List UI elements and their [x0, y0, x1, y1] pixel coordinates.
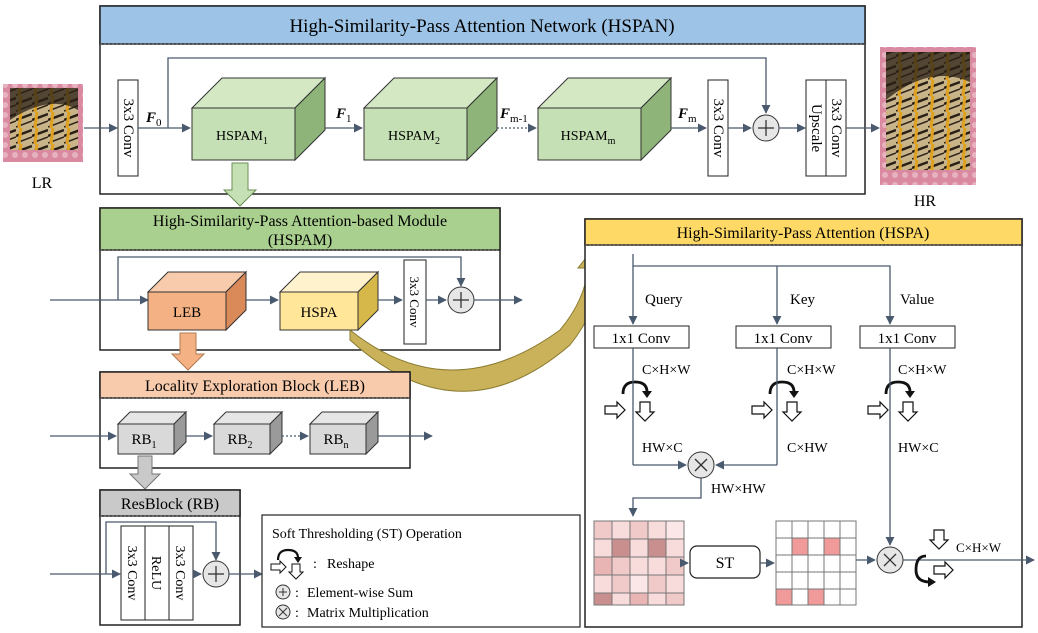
hspam-1-label: HSPAM1 [216, 129, 268, 147]
hspa-matmul-icon-1 [687, 451, 715, 479]
value-label: Value [900, 292, 934, 308]
hspam-m-label: HSPAMm [561, 129, 616, 147]
key-conv-label: 1x1 Conv [754, 331, 813, 347]
fm1-label: Fm-1 [499, 106, 528, 125]
expand-arrow-hspam [222, 162, 258, 207]
key-chw: C×H×W [787, 363, 836, 378]
f0-label: F0 [145, 110, 162, 129]
hspan-title: High-Similarity-Pass Attention Network (… [289, 16, 674, 37]
hspan-sum-icon [752, 114, 780, 142]
query-conv-box [593, 325, 690, 349]
key-reshape-icon [751, 380, 803, 422]
lr-image [3, 84, 83, 162]
legend-box [261, 514, 581, 628]
legend-matmul-label: Matrix Multiplication [307, 606, 429, 621]
hspa-label: HSPA [301, 305, 338, 321]
rb-conv2-label: 3x3 Conv [172, 546, 187, 601]
st-box [689, 545, 761, 579]
rb-1-label: RB1 [131, 432, 156, 451]
query-chw: C×H×W [642, 363, 691, 378]
value-conv-label: 1x1 Conv [878, 331, 937, 347]
rb-1-cube [116, 410, 188, 456]
rb-conv1-box [120, 525, 146, 621]
key-conv-box [735, 325, 832, 349]
output-reshape-icon [914, 529, 954, 587]
lr-label: LR [32, 175, 53, 192]
fm-label: Fm [677, 106, 697, 125]
legend-colon-1: : [313, 557, 317, 572]
legend-sum-label: Element-wise Sum [307, 586, 413, 601]
hspam-1-cube [190, 76, 327, 162]
hspam-conv-box [403, 259, 427, 345]
value-conv-box [859, 325, 956, 349]
hspan-skip-line [167, 57, 771, 128]
hspam-m-cube [536, 76, 673, 162]
hr-label: HR [914, 193, 937, 210]
attention-matrix [593, 520, 685, 606]
legend-matmul-icon [275, 604, 291, 620]
legend-title: Soft Thresholding (ST) Operation [272, 527, 462, 542]
legend-colon-2: : [295, 586, 299, 601]
hspam-conv-label: 3x3 Conv [407, 277, 422, 328]
legend-reshape-icon [270, 548, 305, 580]
hspam-2-label: HSPAM2 [388, 129, 440, 147]
rb-sum-icon [202, 560, 230, 588]
rb-n-cube [308, 410, 380, 456]
leb-panel-title: Locality Exploration Block (LEB) [145, 378, 365, 395]
legend-sum-icon [275, 584, 291, 600]
hwhw-label: HW×HW [711, 482, 766, 497]
hspan-conv-in-label: 3x3 Conv [120, 99, 136, 158]
leb-label: LEB [173, 305, 201, 321]
query-hwc: HW×C [642, 441, 683, 456]
legend-colon-3: : [295, 606, 299, 621]
expand-arrow-rb [128, 455, 162, 490]
hspa-panel-title: High-Similarity-Pass Attention (HSPA) [677, 225, 930, 242]
value-reshape-icon [867, 380, 919, 422]
f1-label: F1 [335, 106, 352, 125]
hspam-title-2: (HSPAM) [268, 232, 332, 249]
hspa-matmul-icon-2 [876, 546, 904, 574]
hspa-cube [278, 270, 380, 332]
output-dim-label: C×H×W [956, 540, 1002, 555]
expand-arrow-leb [170, 332, 206, 371]
value-hwc: HW×C [898, 441, 939, 456]
value-chw: C×H×W [898, 363, 947, 378]
key-label: Key [790, 292, 815, 308]
upscale-label: Upscale [808, 104, 824, 153]
rb-2-cube [212, 410, 284, 456]
resblock-title: ResBlock (RB) [121, 496, 219, 513]
st-label: ST [716, 555, 735, 572]
rb-relu-box [144, 525, 170, 621]
key-chw2: C×HW [787, 441, 828, 456]
query-reshape-icon [604, 380, 656, 422]
hspam-sum-icon [447, 286, 475, 314]
query-label: Query [645, 292, 683, 308]
hspan-conv-out-label: 3x3 Conv [710, 99, 726, 158]
rb-relu-label: ReLU [148, 556, 163, 590]
hr-image [880, 47, 976, 185]
query-conv-label: 1x1 Conv [612, 331, 671, 347]
legend-reshape-label: Reshape [327, 557, 374, 572]
rb-2-label: RB2 [227, 432, 252, 451]
final-conv-label: 3x3 Conv [828, 99, 844, 158]
hspam-2-cube [362, 76, 499, 162]
hspam-title-1: High-Similarity-Pass Attention-based Mod… [153, 213, 447, 230]
sparse-attention-matrix [775, 520, 857, 606]
rb-n-label: RBn [323, 432, 348, 451]
rb-conv1-label: 3x3 Conv [124, 546, 139, 601]
leb-cube [146, 270, 248, 332]
